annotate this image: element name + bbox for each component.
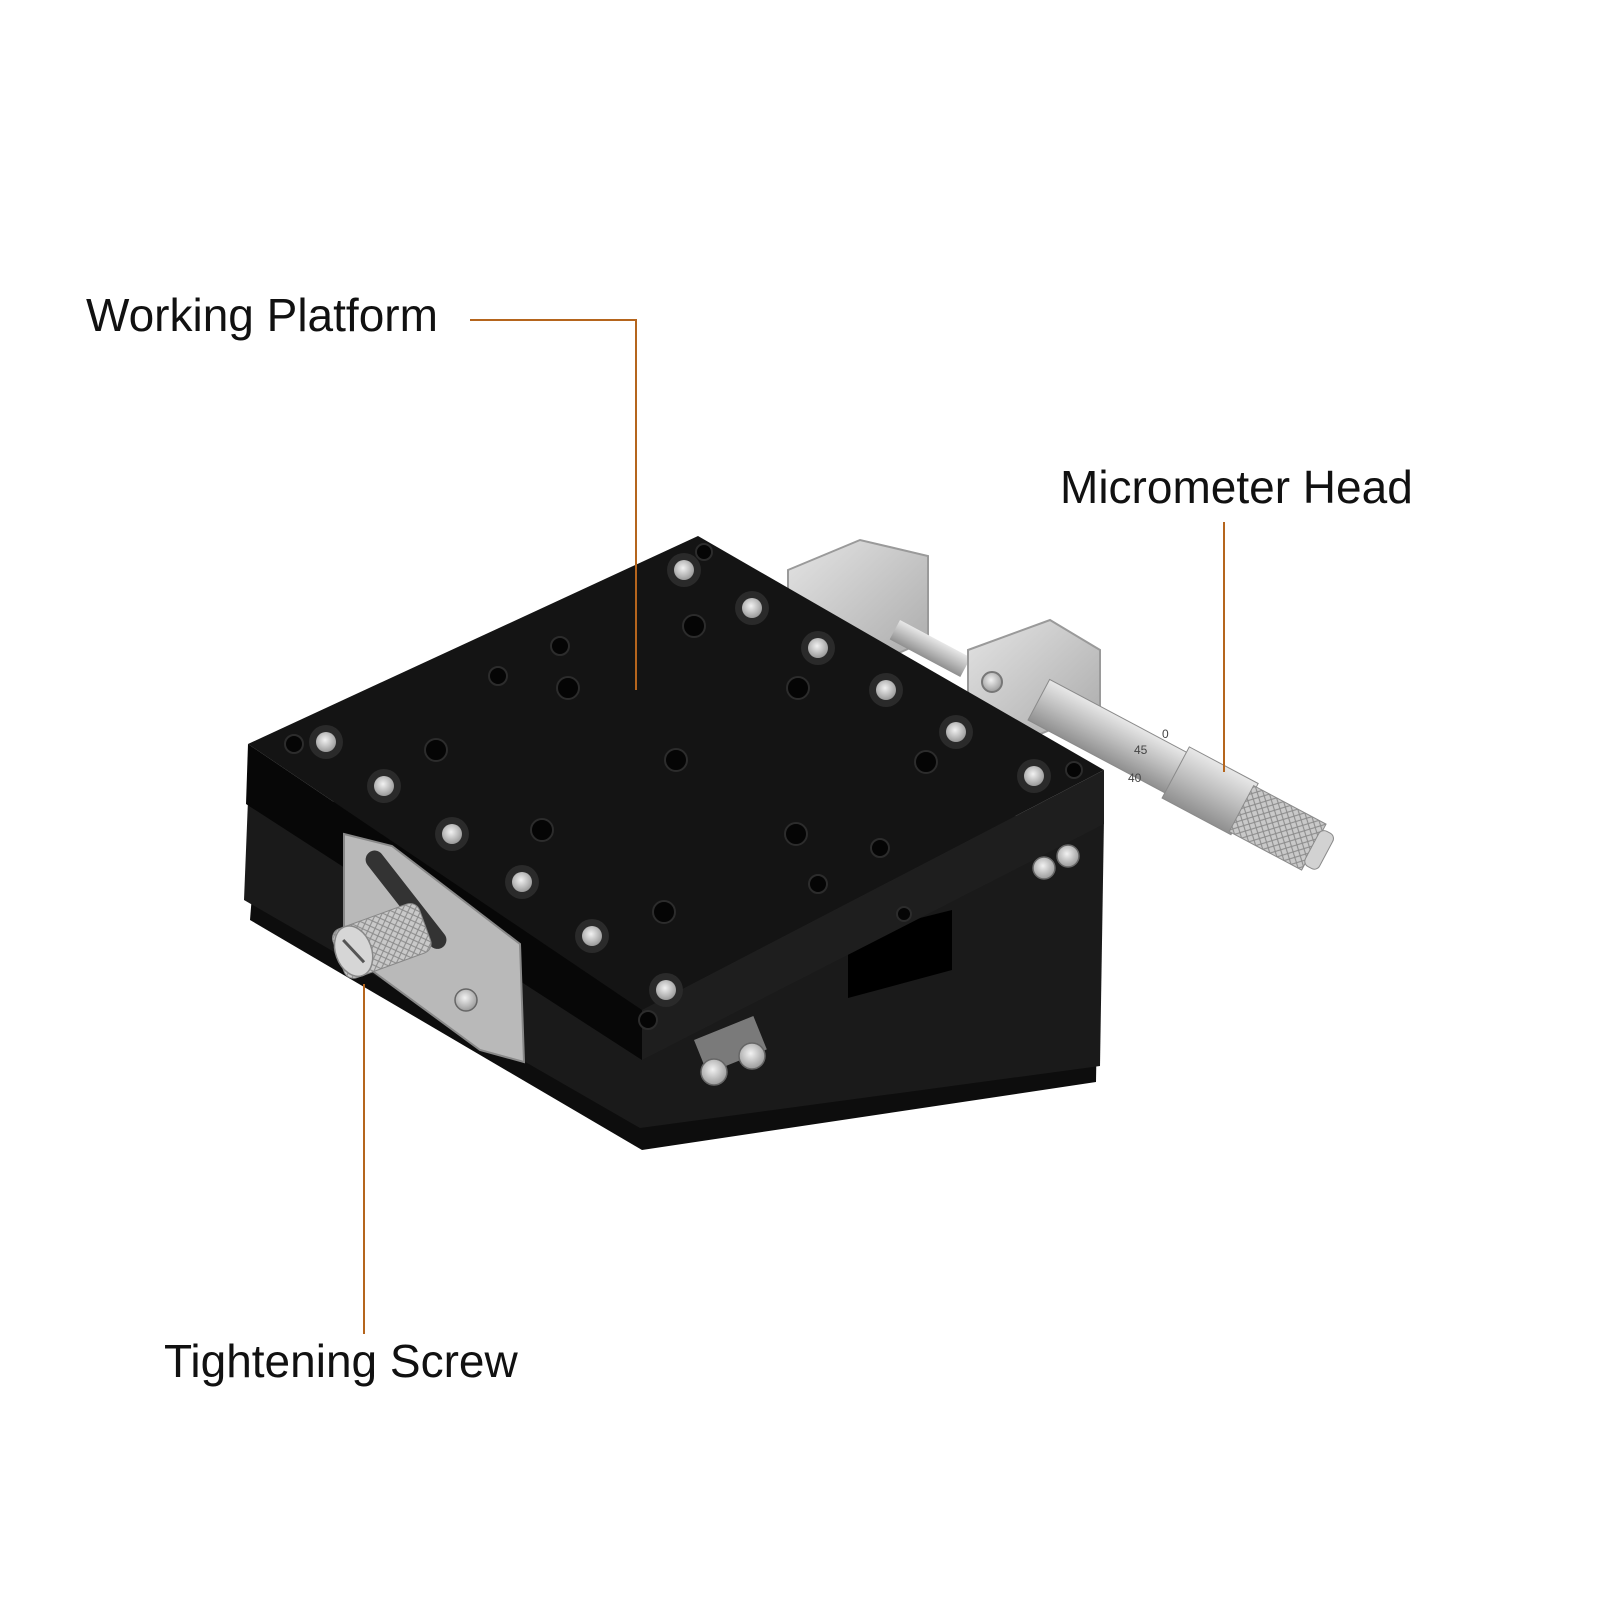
hole [1065,761,1083,779]
scale-mark-0: 0 [1162,727,1169,741]
phillips-screw [700,1058,728,1086]
side-bracket-pair-right [1032,844,1080,880]
counterbore-bolts [309,553,1051,1007]
scale-mark-45: 45 [1134,743,1148,757]
leader-working-platform [470,319,637,690]
bolt [649,973,683,1007]
platform-right-face [642,770,1104,1060]
hole [784,822,808,846]
bolt [939,715,973,749]
bolt [435,817,469,851]
hole [424,738,448,762]
hole [530,818,554,842]
tightening-screw [331,832,526,1064]
hole [695,543,713,561]
hole [664,748,688,772]
bolt [309,725,343,759]
side-bracket-pair-front [694,1016,767,1086]
hole [808,874,828,894]
bolt [869,673,903,707]
bolt [735,591,769,625]
phillips-screw [738,1042,766,1070]
threaded-holes [284,543,1083,1030]
hole [786,676,810,700]
knob-cap [1304,830,1334,870]
hole [556,676,580,700]
hole [914,750,938,774]
bolt [801,631,835,665]
bolt [505,865,539,899]
platform-top [248,536,1104,1010]
hole [870,838,890,858]
hole [284,734,304,754]
micrometer-head-label: Micrometer Head [1060,461,1413,513]
phillips-screw [1032,856,1056,880]
hole [682,614,706,638]
hole [488,666,508,686]
bolt [667,553,701,587]
block-bolt [981,671,1003,693]
bolt [367,769,401,803]
scale-mark-40: 40 [1128,771,1142,785]
hole [550,636,570,656]
hole [652,900,676,924]
screw-slot [342,938,366,964]
working-platform-label: Working Platform [86,289,438,341]
hole [638,1010,658,1030]
bolt [1017,759,1051,793]
bolt [575,919,609,953]
leader-lines [363,319,1225,1334]
hole [896,906,912,922]
bracket-slot [365,850,447,949]
phillips-screw [1056,844,1080,868]
spindle [889,619,971,677]
bracket-bolt [454,988,478,1012]
tightening-screw-label: Tightening Screw [164,1335,518,1387]
